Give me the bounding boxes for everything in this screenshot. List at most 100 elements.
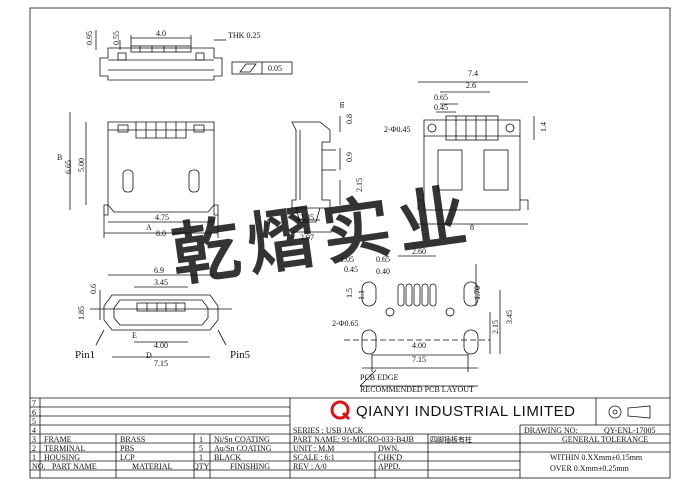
dim-185: 1.85	[77, 306, 86, 320]
dim-715a: 7.15	[154, 359, 168, 368]
unit: UNIT : M.M	[293, 444, 335, 453]
dim-170: 1.70	[473, 286, 482, 300]
flatness-value: 0.05	[268, 64, 282, 73]
dim-m: m	[337, 101, 346, 108]
title-block-lines	[30, 397, 670, 478]
dwn-label: DWN.	[378, 444, 400, 453]
hole-layout-label: 2-Φ0.65	[332, 319, 359, 328]
header-no: NO.	[32, 462, 46, 471]
dim-095: 0.95	[85, 31, 94, 45]
chkd-label: CHK'D	[378, 453, 403, 462]
row-3-finishing: Ni/Sn COATING	[214, 435, 270, 444]
row-7-no: 7	[32, 399, 36, 408]
pcb-layout	[344, 255, 501, 387]
row-5-no: 5	[32, 417, 36, 426]
row-2-no: 2	[32, 444, 36, 453]
dim-045b: 0.45	[344, 265, 358, 274]
front-view	[69, 112, 219, 238]
row-2-material: PBS	[120, 444, 135, 453]
dim-400a: 4.00	[154, 341, 168, 350]
dim-500: 5.00	[77, 158, 86, 172]
dim-665: 6.65	[64, 160, 73, 174]
dim-105: 1.05	[340, 255, 354, 264]
bottom-view	[90, 274, 232, 358]
dim-11: 1.1	[357, 290, 366, 300]
row-1-no: 1	[32, 453, 36, 462]
row-2-qty: 5	[199, 444, 203, 453]
row-6-no: 6	[32, 408, 36, 417]
pin5-label: Pin5	[230, 349, 251, 361]
label-d: D	[146, 351, 152, 360]
projection-symbol	[608, 405, 651, 419]
scale: SCALE : 6:1	[293, 453, 335, 462]
tolerance-within: WITHIN 0.XXmm±0.15mm	[550, 453, 643, 462]
drawing-no: QY-ENL-17005	[604, 426, 656, 435]
header-material: MATERIAL	[132, 462, 173, 471]
pcb-edge-label: PCB EDGE	[360, 373, 399, 382]
header-part-name: PART NAME	[52, 462, 97, 471]
dim-345b: 3.45	[505, 310, 514, 324]
part-note: 四脚插板有柱	[430, 436, 472, 444]
header-qty: QTY	[193, 462, 210, 471]
row-2-finishing: Au/Sn COATING	[214, 444, 272, 453]
appd-label: APPD.	[378, 462, 401, 471]
company-logo	[330, 400, 351, 421]
dim-260: 2.60	[412, 247, 426, 256]
label-a: A	[146, 223, 152, 232]
label-c: C	[292, 211, 297, 220]
row-1-qty: 1	[199, 453, 203, 462]
part-name: PART NAME: 91-MICRO-033-B4JB	[293, 435, 414, 444]
dim-80: 8.0	[156, 229, 166, 238]
row-4-no: 4	[32, 426, 36, 435]
header-finishing: FINISHING	[230, 462, 270, 471]
dim-14: 1.4	[539, 122, 548, 132]
dim-235: 2.35	[300, 213, 314, 222]
dim-26: 2.6	[466, 81, 476, 90]
dim-69: 6.9	[154, 266, 164, 275]
drawing-border	[29, 7, 671, 479]
dim-297: 2.97	[300, 233, 314, 242]
row-1-name: HOUSING	[44, 453, 80, 462]
dim-215: 2.15	[355, 178, 364, 192]
row-2-name: TERMINAL	[44, 444, 86, 453]
dim-8: 8	[470, 223, 474, 232]
dim-215b: 2.15	[491, 320, 500, 334]
side-view	[291, 116, 341, 233]
dim-040: 0.40	[376, 267, 390, 276]
dim-715b: 7.15	[412, 355, 426, 364]
pin1-label: Pin1	[75, 349, 95, 361]
right-view	[417, 81, 535, 225]
dim-065b: 0.65	[376, 255, 390, 264]
row-1-material: LCP	[120, 453, 135, 462]
general-tolerance: GENERAL TOLERANCE	[562, 435, 649, 444]
tolerance-over: OVER 0.Xmm±0.25mm	[550, 464, 629, 473]
label-e: E	[132, 331, 137, 340]
dim-475: 4.75	[155, 213, 169, 222]
dim-055: 0.55	[112, 31, 121, 45]
hole-top-label: 2-Φ0.45	[384, 125, 411, 134]
row-3-qty: 1	[199, 435, 203, 444]
dim-345a: 3.45	[154, 278, 168, 287]
dim-09: 0.9	[345, 152, 354, 162]
pcb-layout-label: RECOMMENDED PCB LAYOUT	[360, 385, 474, 394]
flatness-symbol	[231, 61, 293, 75]
dim-045: 0.45	[434, 103, 448, 112]
drawing-no-label: DRAWING NO:	[524, 426, 578, 435]
dim-15: 1.5	[345, 288, 354, 298]
rev: REV : A/0	[293, 462, 327, 471]
series: SERIES : USB JACK	[293, 426, 364, 435]
dim-400b: 4.00	[412, 341, 426, 350]
dim-065a: 0.65	[434, 93, 448, 102]
row-3-material: BRASS	[120, 435, 146, 444]
dim-08: 0.8	[345, 114, 354, 124]
label-b: B	[57, 153, 62, 162]
dim-74: 7.4	[468, 69, 478, 78]
dim-06: 0.6	[89, 284, 98, 294]
dim-40: 4.0	[156, 29, 166, 38]
row-3-name: FRAME	[44, 435, 72, 444]
company-name: QIANYI INDUSTRIAL LIMITED	[356, 403, 576, 420]
top-view	[95, 30, 226, 81]
row-3-no: 3	[32, 435, 36, 444]
row-1-finishing: BLACK	[214, 453, 242, 462]
